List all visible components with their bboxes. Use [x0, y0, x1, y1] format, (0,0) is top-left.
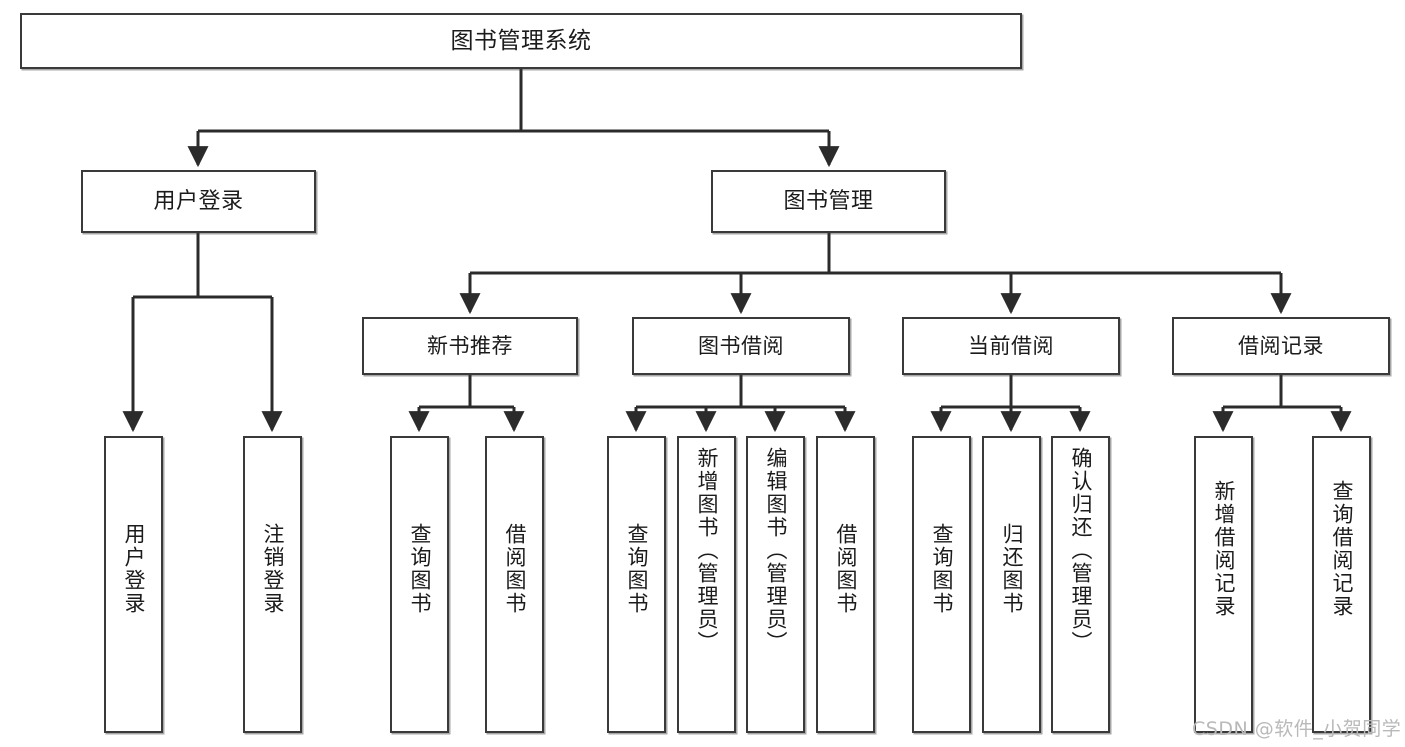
node-label: 查询借阅记录 [1329, 480, 1354, 618]
node-book-management[interactable]: 图书管理 [711, 170, 946, 233]
node-label: 图书管理 [783, 188, 874, 214]
leaf-book-borrow-add-book-admin[interactable]: 新增图书（管理员） [677, 436, 736, 733]
node-label: 用户登录 [121, 523, 146, 615]
node-label: 图书借阅 [698, 333, 784, 358]
node-borrow-record[interactable]: 借阅记录 [1172, 317, 1390, 375]
node-label: 归还图书 [999, 523, 1024, 615]
leaf-borrow-record-query-record[interactable]: 查询借阅记录 [1312, 436, 1371, 733]
node-label: 新增借阅记录 [1211, 480, 1236, 618]
node-label: 查询图书 [624, 523, 649, 615]
node-label: 注销登录 [260, 523, 285, 615]
leaf-user-login-logout[interactable]: 注销登录 [243, 436, 302, 733]
leaf-book-borrow-query-books[interactable]: 查询图书 [607, 436, 666, 733]
leaf-user-login-login[interactable]: 用户登录 [104, 436, 163, 733]
node-label: 借阅图书 [502, 523, 527, 615]
leaf-borrow-record-add-record[interactable]: 新增借阅记录 [1194, 436, 1253, 733]
leaf-new-book-query-books[interactable]: 查询图书 [390, 436, 449, 733]
node-user-login[interactable]: 用户登录 [81, 170, 316, 233]
node-label: 新增图书（管理员） [694, 447, 719, 654]
node-book-borrow[interactable]: 图书借阅 [632, 317, 850, 375]
node-label: 查询图书 [407, 523, 432, 615]
node-label: 当前借阅 [968, 333, 1054, 358]
leaf-current-borrow-confirm-return-admin[interactable]: 确认归还（管理员） [1051, 436, 1110, 733]
node-new-book-recommend[interactable]: 新书推荐 [362, 317, 578, 375]
node-current-borrow[interactable]: 当前借阅 [902, 317, 1120, 375]
node-label: 确认归还（管理员） [1068, 447, 1093, 654]
leaf-current-borrow-return-books[interactable]: 归还图书 [982, 436, 1041, 733]
leaf-current-borrow-query-books[interactable]: 查询图书 [912, 436, 971, 733]
node-label: 用户登录 [153, 188, 244, 214]
node-label: 新书推荐 [427, 333, 513, 358]
leaf-book-borrow-borrow-books[interactable]: 借阅图书 [816, 436, 875, 733]
node-label: 借阅记录 [1238, 333, 1324, 358]
node-label: 编辑图书（管理员） [763, 447, 788, 654]
leaf-new-book-borrow-books[interactable]: 借阅图书 [485, 436, 544, 733]
node-label: 借阅图书 [833, 523, 858, 615]
leaf-book-borrow-edit-book-admin[interactable]: 编辑图书（管理员） [746, 436, 805, 733]
node-label: 图书管理系统 [450, 27, 592, 54]
node-root-book-management-system[interactable]: 图书管理系统 [20, 13, 1022, 69]
node-label: 查询图书 [929, 523, 954, 615]
